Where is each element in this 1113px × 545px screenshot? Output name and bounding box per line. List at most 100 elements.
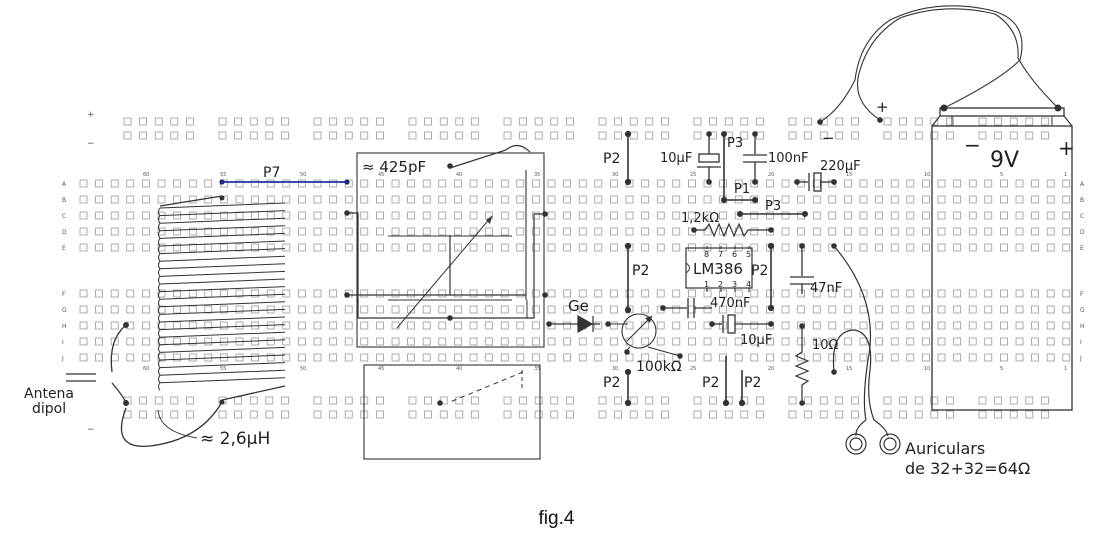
- resistor-10-ohm: [794, 323, 810, 406]
- breadboard-hole: [781, 353, 790, 362]
- breadboard-hole: [750, 227, 759, 236]
- breadboard-hole: [173, 353, 181, 362]
- breadboard-hole: [376, 117, 384, 126]
- breadboard-hole: [844, 243, 852, 252]
- breadboard-hole: [360, 337, 369, 346]
- coil-turn: [158, 354, 286, 368]
- breadboard-hole: [204, 305, 213, 314]
- breadboard-hole: [422, 305, 431, 314]
- breadboard-hole: [469, 353, 478, 362]
- column-numbers-bottom: 60 55 50 45 40 35 30 25 20 15 10 5 1: [143, 366, 1067, 372]
- breadboard-hole: [329, 410, 337, 419]
- breadboard-hole: [438, 289, 447, 298]
- breadboard-hole: [139, 117, 147, 126]
- breadboard-hole: [1031, 353, 1039, 362]
- svg-text:10: 10: [924, 172, 930, 178]
- breadboard-hole: [422, 337, 431, 346]
- breadboard-hole: [220, 321, 228, 330]
- breadboard-hole: [391, 227, 400, 236]
- breadboard-hole: [95, 211, 103, 220]
- breadboard-hole: [641, 337, 649, 346]
- breadboard-hole: [788, 410, 797, 419]
- breadboard-hole: [930, 410, 939, 419]
- breadboard-hole: [298, 337, 306, 346]
- breadboard-hole: [672, 321, 681, 330]
- breadboard-hole: [968, 243, 977, 252]
- battery-leads: [817, 5, 1059, 125]
- breadboard-hole: [844, 289, 852, 298]
- breadboard-hole: [719, 289, 727, 298]
- breadboard-hole: [937, 353, 946, 362]
- breadboard-hole: [469, 195, 478, 204]
- breadboard-hole: [235, 353, 244, 362]
- breadboard-hole: [329, 289, 337, 298]
- breadboard-hole: [883, 410, 892, 419]
- breadboard-hole: [469, 243, 478, 252]
- breadboard-hole: [594, 305, 603, 314]
- breadboard-hole: [750, 211, 759, 220]
- breadboard-hole: [266, 337, 275, 346]
- svg-text:+: +: [87, 110, 95, 120]
- breadboard-hole: [438, 305, 447, 314]
- breadboard-hole: [547, 337, 556, 346]
- coil-turn: [158, 240, 286, 254]
- breadboard-hole: [610, 305, 618, 314]
- breadboard-hole: [438, 321, 447, 330]
- breadboard-hole: [454, 243, 462, 252]
- breadboard-hole: [547, 305, 556, 314]
- breadboard-hole: [157, 195, 166, 204]
- breadboard-hole: [79, 195, 88, 204]
- breadboard-hole: [188, 353, 197, 362]
- breadboard-hole: [1000, 179, 1008, 188]
- breadboard-hole: [313, 211, 322, 220]
- breadboard-hole: [313, 321, 322, 330]
- breadboard-hole: [500, 243, 509, 252]
- breadboard-hole: [672, 227, 681, 236]
- breadboard-hole: [142, 305, 150, 314]
- breadboard-hole: [360, 243, 369, 252]
- breadboard-hole: [766, 337, 774, 346]
- breadboard-hole: [890, 353, 899, 362]
- svg-text:25: 25: [690, 172, 696, 178]
- breadboard-hole: [110, 289, 119, 298]
- breadboard-hole: [469, 337, 478, 346]
- breadboard-hole: [578, 289, 587, 298]
- breadboard-hole: [953, 243, 961, 252]
- breadboard-hole: [859, 179, 868, 188]
- breadboard-hole: [110, 227, 119, 236]
- breadboard-hole: [1000, 353, 1008, 362]
- breadboard-hole: [424, 396, 432, 405]
- breadboard-hole: [1062, 289, 1071, 298]
- svg-text:45: 45: [378, 366, 384, 372]
- breadboard-hole: [875, 227, 883, 236]
- breadboard-hole: [547, 243, 556, 252]
- breadboard-hole: [154, 117, 163, 126]
- breadboard-hole: [594, 337, 603, 346]
- breadboard-hole: [95, 195, 103, 204]
- breadboard-hole: [266, 353, 275, 362]
- breadboard-hole: [968, 179, 977, 188]
- breadboard-hole: [693, 410, 702, 419]
- svg-text:C: C: [1080, 213, 1084, 220]
- label-p1: P1: [734, 182, 750, 197]
- breadboard-hole: [235, 243, 244, 252]
- breadboard-hole: [360, 321, 369, 330]
- svg-text:10: 10: [924, 366, 930, 372]
- breadboard-hole: [344, 243, 353, 252]
- breadboard-hole: [234, 131, 242, 140]
- breadboard-hole: [740, 117, 749, 126]
- breadboard-hole: [1015, 179, 1024, 188]
- breadboard-hole: [719, 337, 727, 346]
- coil-turn: [158, 339, 286, 353]
- breadboard-hole: [828, 305, 837, 314]
- breadboard-hole: [851, 410, 859, 419]
- breadboard-hole: [376, 195, 384, 204]
- antenna-label-line1: Antena: [24, 386, 74, 402]
- breadboard-hole: [547, 179, 556, 188]
- breadboard-hole: [578, 195, 587, 204]
- breadboard-hole: [110, 211, 119, 220]
- breadboard-hole: [719, 211, 727, 220]
- breadboard-hole: [408, 396, 417, 405]
- breadboard-hole: [812, 353, 821, 362]
- breadboard-hole: [756, 396, 764, 405]
